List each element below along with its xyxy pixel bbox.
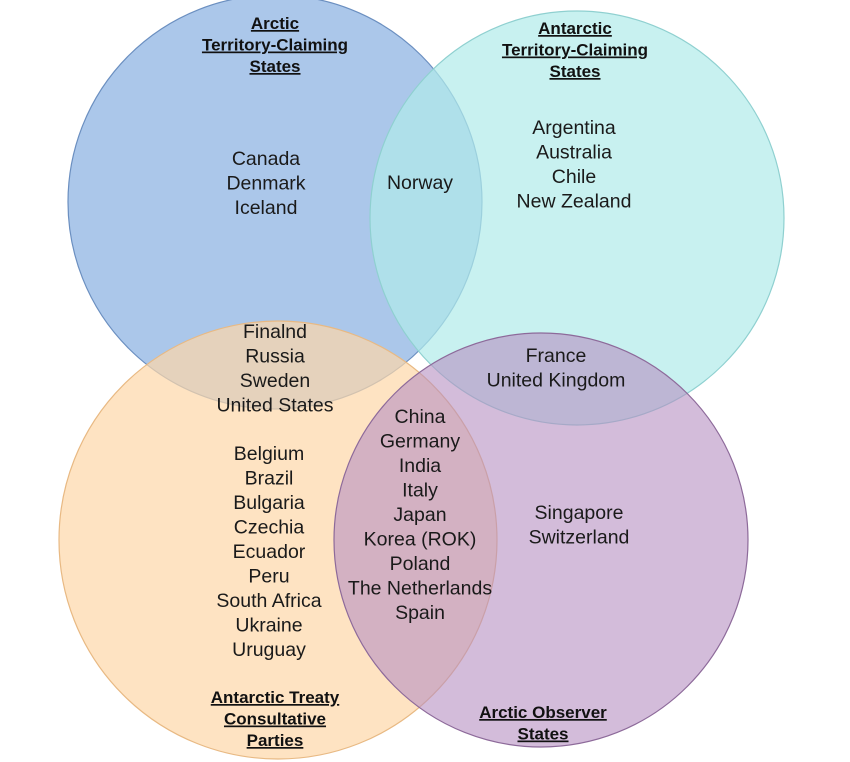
region-arctic-only-line: Canada	[232, 148, 300, 170]
region-arctic-only-line: Denmark	[226, 173, 305, 195]
region-arctic-claiming-atcp-line: Russia	[245, 346, 305, 368]
region-observer-only-line: Singapore	[535, 502, 624, 524]
region-arctic-claiming-atcp-line: Sweden	[240, 370, 310, 392]
region-atcp-only-line: South Africa	[216, 590, 321, 612]
region-atcp-observer-line: Italy	[402, 480, 438, 502]
title-arctic-territory-claiming-line: Arctic	[251, 14, 299, 33]
region-atcp-only-line: Peru	[248, 566, 289, 588]
title-arctic-territory-claiming-line: Territory-Claiming	[202, 36, 348, 55]
title-arctic-territory-claiming-line: States	[249, 57, 300, 76]
title-antarctic-territory-claiming-line: Territory-Claiming	[502, 41, 648, 60]
title-arctic-observer-states-line: Arctic Observer	[479, 703, 607, 722]
title-antarctic-territory-claiming-line: States	[549, 62, 600, 81]
region-antarctic-claiming-only-line: Australia	[536, 142, 612, 164]
region-antarctic-claiming-observer-line: France	[526, 345, 587, 367]
region-antarctic-claiming-only-line: New Zealand	[517, 191, 632, 213]
title-antarctic-treaty-consultative-parties-line: Parties	[247, 731, 304, 750]
region-atcp-only-line: Belgium	[234, 443, 304, 465]
region-arctic-antarctic-claiming-line: Norway	[387, 172, 453, 194]
region-atcp-observer-line: Poland	[390, 553, 451, 575]
region-antarctic-claiming-only-line: Chile	[552, 166, 596, 188]
region-atcp-observer-line: China	[395, 406, 446, 428]
region-atcp-observer-line: Japan	[393, 504, 446, 526]
title-antarctic-treaty-consultative-parties-line: Consultative	[224, 710, 326, 729]
title-antarctic-territory-claiming-line: Antarctic	[538, 19, 612, 38]
region-arctic-antarctic-claiming: Norway	[387, 172, 453, 194]
region-atcp-observer-line: Korea (ROK)	[364, 529, 477, 551]
circle-arctic-observer-states	[333, 332, 749, 748]
region-atcp-observer-line: India	[399, 455, 441, 477]
region-atcp-only-line: Czechia	[234, 517, 305, 539]
region-atcp-observer-line: The Netherlands	[348, 578, 492, 600]
region-atcp-only-line: Bulgaria	[233, 492, 305, 514]
region-atcp-only-line: Uruguay	[232, 639, 306, 661]
region-arctic-only-line: Iceland	[235, 197, 298, 219]
region-arctic-claiming-atcp-line: United States	[216, 395, 333, 417]
title-arctic-observer-states-line: States	[517, 725, 568, 744]
region-atcp-only-line: Ecuador	[233, 541, 306, 563]
title-antarctic-treaty-consultative-parties-line: Antarctic Treaty	[211, 688, 340, 707]
region-arctic-claiming-atcp-line: Finalnd	[243, 321, 307, 343]
region-antarctic-claiming-only-line: Argentina	[532, 117, 616, 139]
region-atcp-observer-line: Spain	[395, 602, 445, 624]
region-antarctic-claiming-observer-line: United Kingdom	[487, 370, 626, 392]
region-atcp-observer-line: Germany	[380, 431, 460, 453]
region-atcp-only-line: Brazil	[245, 468, 294, 490]
region-observer-only-line: Switzerland	[529, 527, 630, 549]
region-atcp-only-line: Ukraine	[235, 615, 302, 637]
